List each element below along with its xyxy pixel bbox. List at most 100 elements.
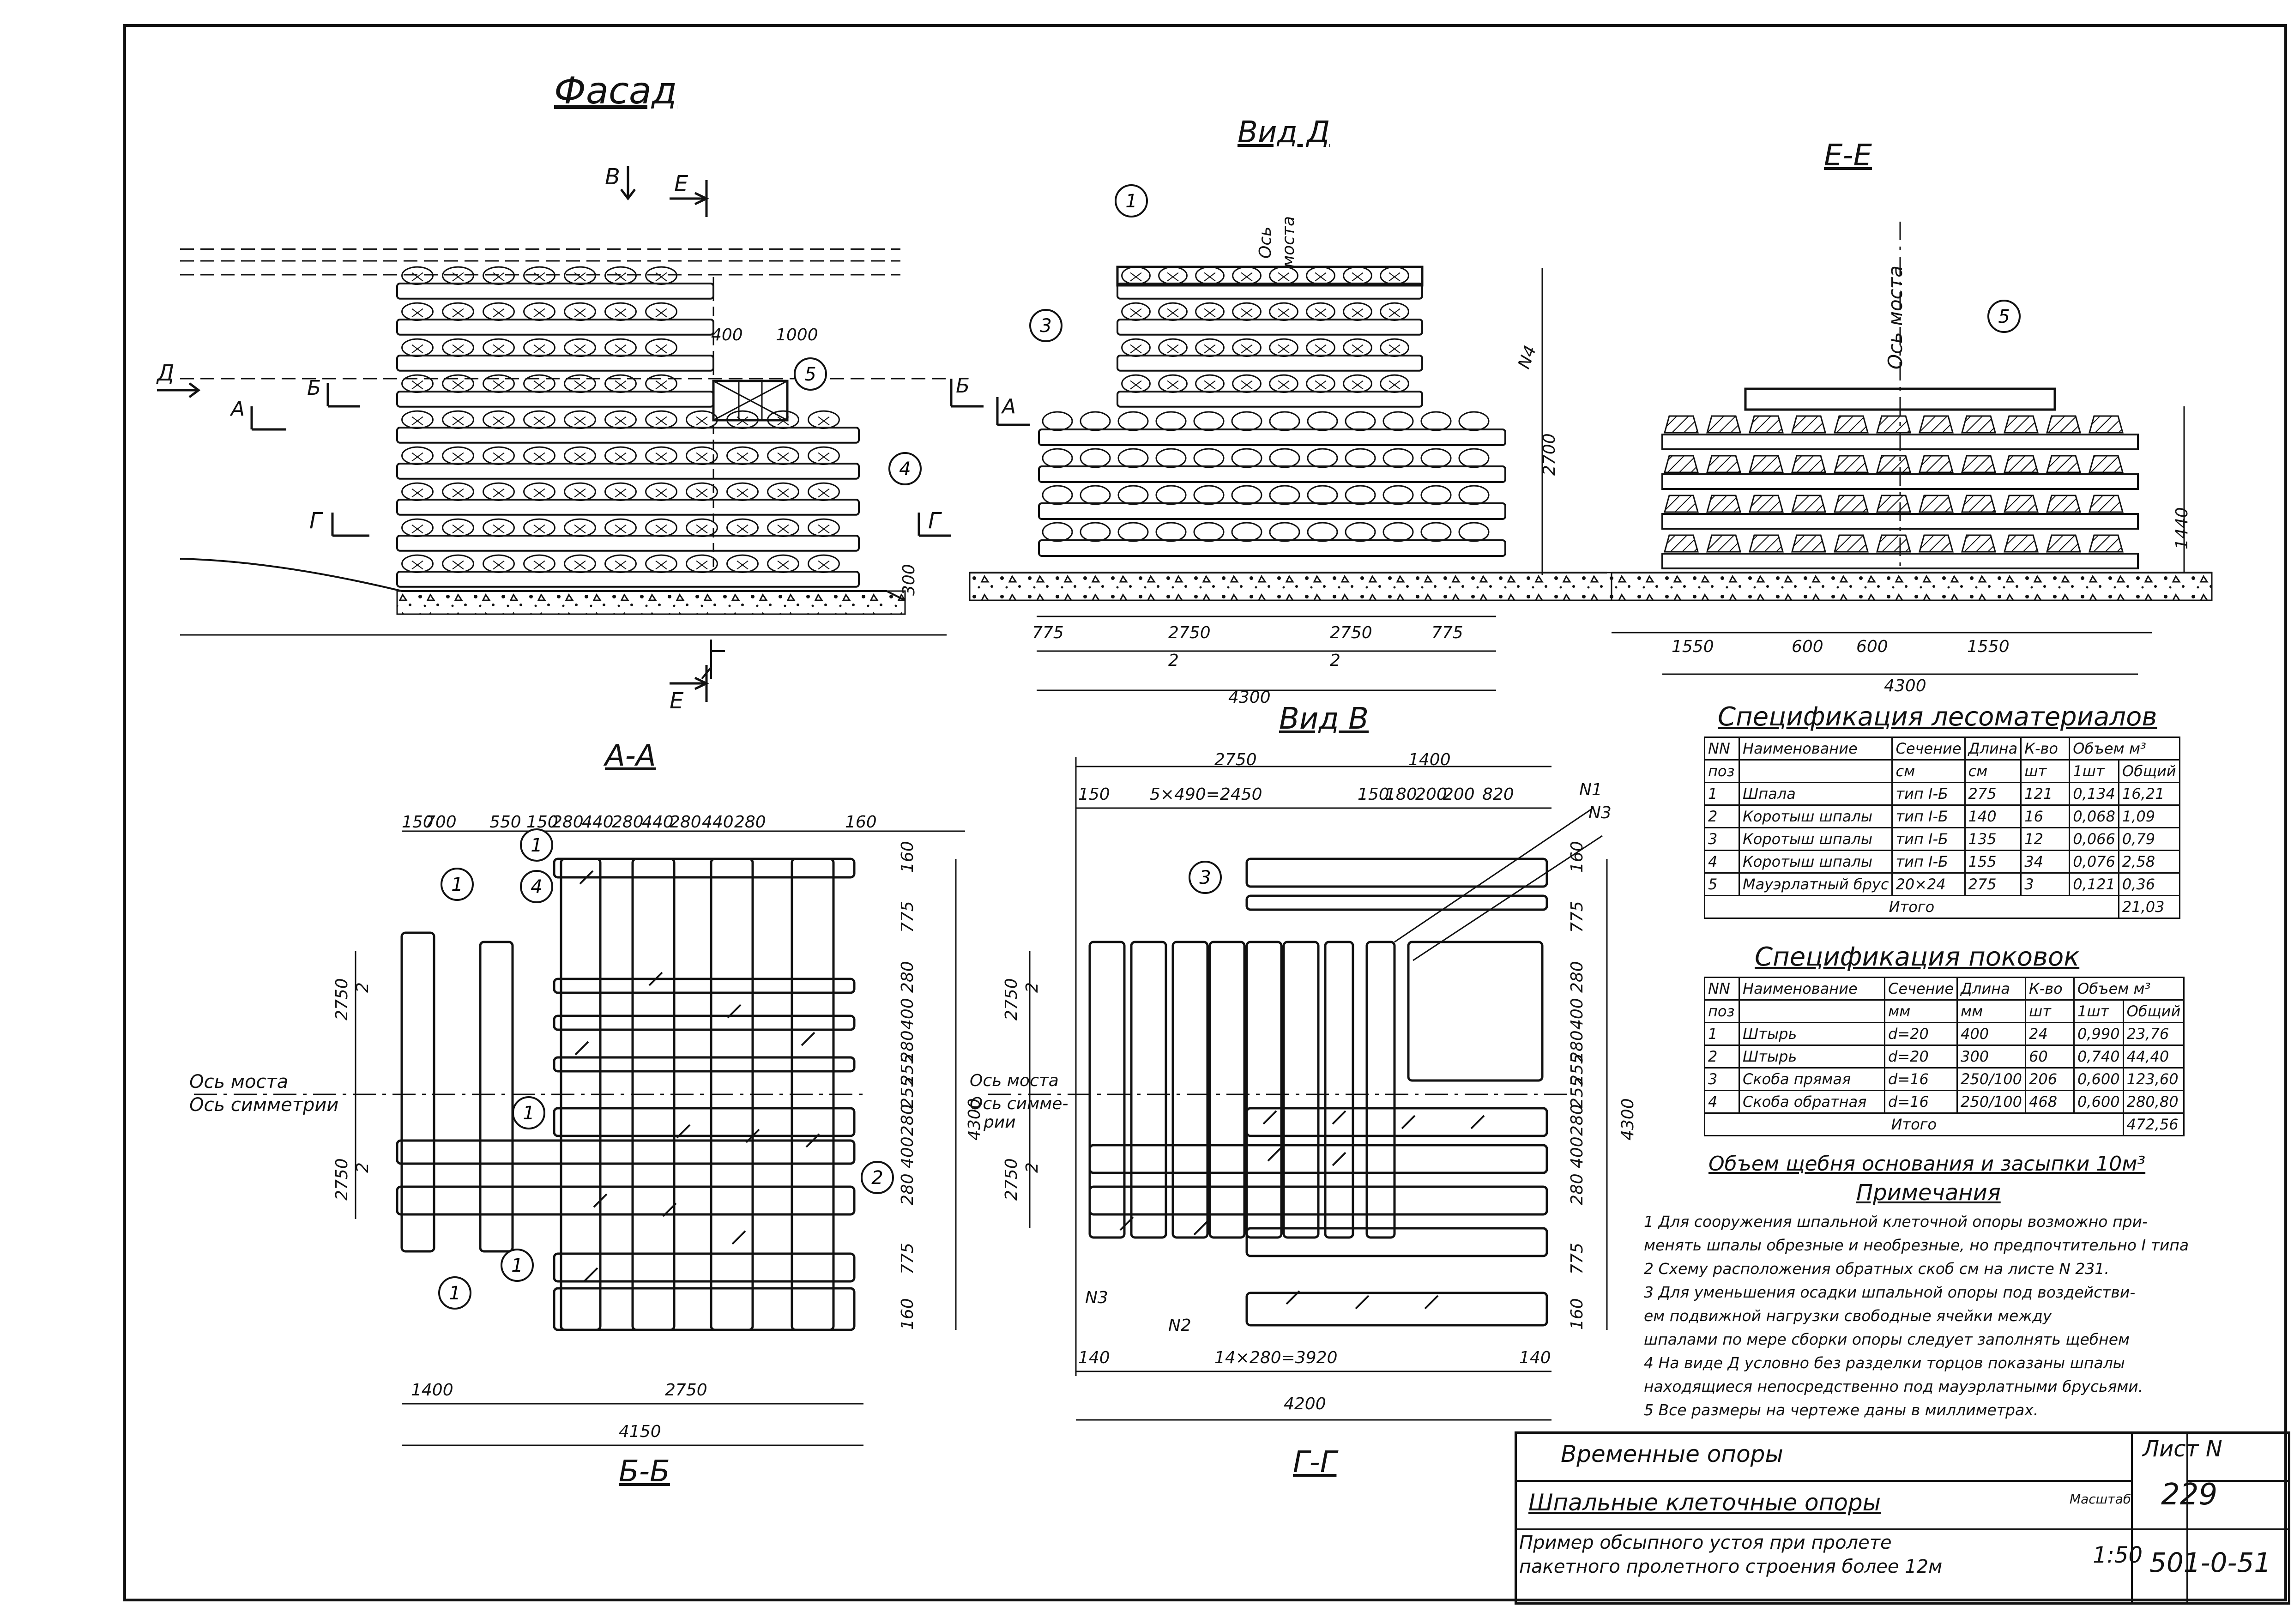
note-line: шпалами по мере сборки опоры следует зап…: [1644, 1330, 2130, 1348]
sleeper-end: [523, 302, 555, 321]
sleeper-end-mark: [452, 416, 464, 426]
spec-header-cell: 1шт: [2069, 759, 2119, 783]
dim-plan-a-a-right: 400: [898, 998, 917, 1030]
spec-cell: d=16: [1883, 1067, 1958, 1091]
spec-cell: 0,121: [2069, 872, 2119, 896]
title-block: [1515, 1431, 2290, 1605]
spec-cell: 44,40: [2122, 1044, 2185, 1069]
sleeper-end-mark: [736, 416, 749, 426]
sleeper-end-mark: [493, 416, 505, 426]
sleeper-section: [2004, 534, 2039, 553]
sleeper-end: [1343, 266, 1372, 285]
sleeper-end: [1195, 338, 1225, 357]
sleeper-section: [1749, 495, 1784, 513]
position-callout-circle: [1987, 300, 2021, 333]
sleeper-end: [1380, 302, 1409, 321]
sleeper-beam: [1117, 355, 1423, 372]
section-arrows: [157, 166, 1030, 702]
sleeper-end: [1193, 522, 1225, 542]
axis-label-symmetry-vv-1: Ось симме-: [970, 1094, 1069, 1113]
sleeper-section: [1791, 415, 1826, 434]
dim-plan-view-b-top: 180: [1385, 785, 1417, 804]
dim-plan-view-b-top: 1400: [1408, 750, 1451, 769]
sleeper-end: [442, 446, 474, 465]
plan-a-a: [194, 830, 965, 1446]
sleeper-end-mark: [615, 452, 627, 462]
spike-mark: [731, 1230, 746, 1245]
sleeper-end: [1345, 522, 1376, 542]
sleeper-end: [604, 302, 637, 321]
sleeper-end: [564, 518, 596, 537]
spec-cell: Скоба прямая: [1739, 1067, 1885, 1091]
spike-mark: [1332, 1152, 1346, 1166]
spec-cell: тип I-Б: [1891, 782, 1966, 806]
section-a-a-title: А-А: [605, 739, 656, 773]
sleeper-end: [1121, 374, 1151, 393]
spike-mark: [1193, 1221, 1208, 1236]
sleeper-end: [564, 446, 596, 465]
sleeper-end: [442, 374, 474, 393]
view-d: [969, 266, 1612, 691]
sleeper-end-mark: [574, 272, 586, 282]
sleeper-end-mark: [1388, 344, 1401, 354]
sleeper-end: [1345, 448, 1376, 468]
plan-sleeper: [1245, 894, 1548, 911]
sleeper-end-mark: [452, 488, 464, 498]
sleeper-end: [401, 554, 434, 574]
sleeper-end: [1042, 522, 1073, 542]
spec-header-cell: Наименование: [1738, 737, 1893, 761]
note-line: находящиеся непосредственно под мауэрлат…: [1644, 1377, 2143, 1395]
dim-plan-view-b-top: 150: [1078, 785, 1110, 804]
sleeper-end-mark: [615, 308, 627, 318]
note-marker-n1: N1: [1579, 780, 1602, 799]
sleeper-end: [645, 518, 677, 537]
sleeper-section: [1664, 534, 1699, 553]
mauerlat-top-beam: [1116, 266, 1424, 287]
plan-sleeper: [1407, 941, 1544, 1082]
spec-cell: Коротыш шпалы: [1738, 804, 1893, 828]
spike-mark: [1401, 1115, 1416, 1129]
sleeper-end: [1193, 485, 1225, 505]
dim-view-d: 775: [1032, 623, 1064, 642]
spec-cell: Штырь: [1739, 1044, 1885, 1069]
spec-header-cell: шт: [2024, 999, 2075, 1023]
spec-header-cell: Общий: [2118, 759, 2180, 783]
spec-cell: 2: [1704, 1044, 1740, 1069]
sleeper-end: [1380, 266, 1409, 285]
sleeper-end: [808, 518, 840, 537]
sleeper-end: [564, 302, 596, 321]
spec-header-cell: см: [1891, 759, 1966, 783]
sleeper-end: [726, 410, 759, 429]
dim-plan-a-a-left: 2750: [332, 1158, 351, 1201]
plan-sleeper: [553, 1287, 856, 1331]
sleeper-end: [401, 302, 434, 321]
sleeper-end: [1345, 411, 1376, 431]
sleeper-end: [1420, 485, 1452, 505]
sleeper-end: [1343, 302, 1372, 321]
sleeper-end: [1380, 338, 1409, 357]
spike-mark: [1286, 1290, 1300, 1305]
sleeper-end-mark: [493, 524, 505, 534]
axis-label-symmetry-aa: Ось симметрии: [189, 1094, 339, 1116]
dim-section-e-e: 600: [1792, 637, 1823, 656]
sleeper-end-mark: [493, 380, 505, 390]
sleeper-end-mark: [1388, 272, 1401, 282]
sleeper-end: [1155, 411, 1187, 431]
dim-plan-a-a-top: 160: [845, 813, 877, 832]
sleeper-end-mark: [1167, 272, 1179, 282]
dim-view-d: 2700: [1540, 433, 1559, 476]
sleeper-end: [726, 482, 759, 501]
sleeper-end-mark: [1204, 380, 1216, 390]
dim-plan-view-b-right: 775: [1568, 1243, 1587, 1274]
plan-sleeper: [1208, 941, 1246, 1239]
sleeper-end: [1307, 522, 1338, 542]
sleeper-end-mark: [411, 308, 423, 318]
sleeper-end: [1155, 448, 1187, 468]
dim-plan-a-a-left: 2: [353, 1162, 372, 1173]
dim-plan-view-b-right: 400: [1568, 998, 1587, 1030]
sleeper-end-mark: [1278, 344, 1290, 354]
spec-cell: 23,76: [2122, 1022, 2185, 1046]
sleeper-end: [808, 410, 840, 429]
sleeper-end-mark: [533, 488, 545, 498]
sleeper-end: [1155, 522, 1187, 542]
